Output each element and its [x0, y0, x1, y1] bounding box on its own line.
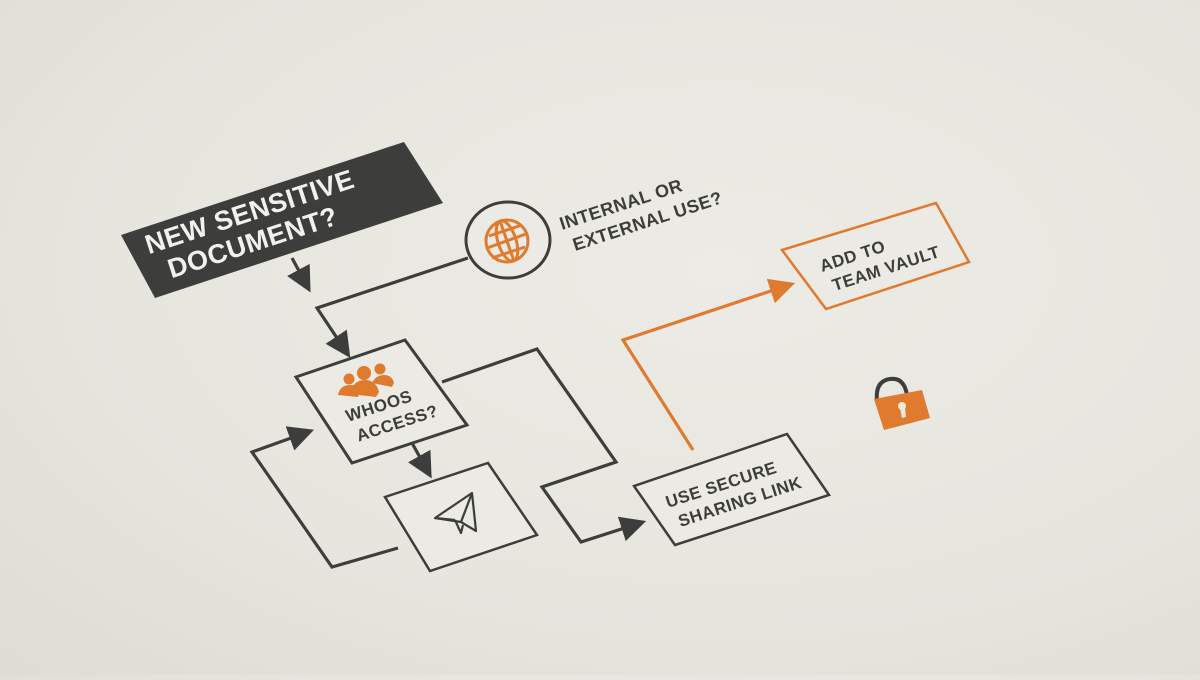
- connector-link-vault: [620, 278, 796, 451]
- node-send[interactable]: [383, 461, 539, 573]
- node-use-secure-sharing-link[interactable]: USE SECURE SHARING LINK: [632, 432, 831, 547]
- node-add-to-team-vault[interactable]: ADD TO TEAM VAULT: [779, 201, 971, 311]
- node-new-sensitive-document[interactable]: NEW SENSITIVE DOCUMENT?: [121, 142, 443, 298]
- padlock-icon: [874, 376, 930, 430]
- users-icon: [338, 363, 394, 397]
- node-whos-access[interactable]: WHOOS ACCESS?: [293, 338, 470, 465]
- connector-loop-left: [249, 426, 399, 569]
- connector-access-send: [408, 442, 432, 479]
- connector-access-link: [441, 347, 647, 544]
- paper-plane-icon: [433, 491, 478, 535]
- connector-usage-access: [314, 256, 469, 358]
- accent-connectors: [620, 278, 796, 451]
- connectors: [249, 256, 647, 569]
- globe-icon: [484, 218, 530, 264]
- node-internal-external-use[interactable]: INTERNAL OR EXTERNAL USE?: [464, 165, 725, 280]
- connector-start-down: [287, 257, 311, 293]
